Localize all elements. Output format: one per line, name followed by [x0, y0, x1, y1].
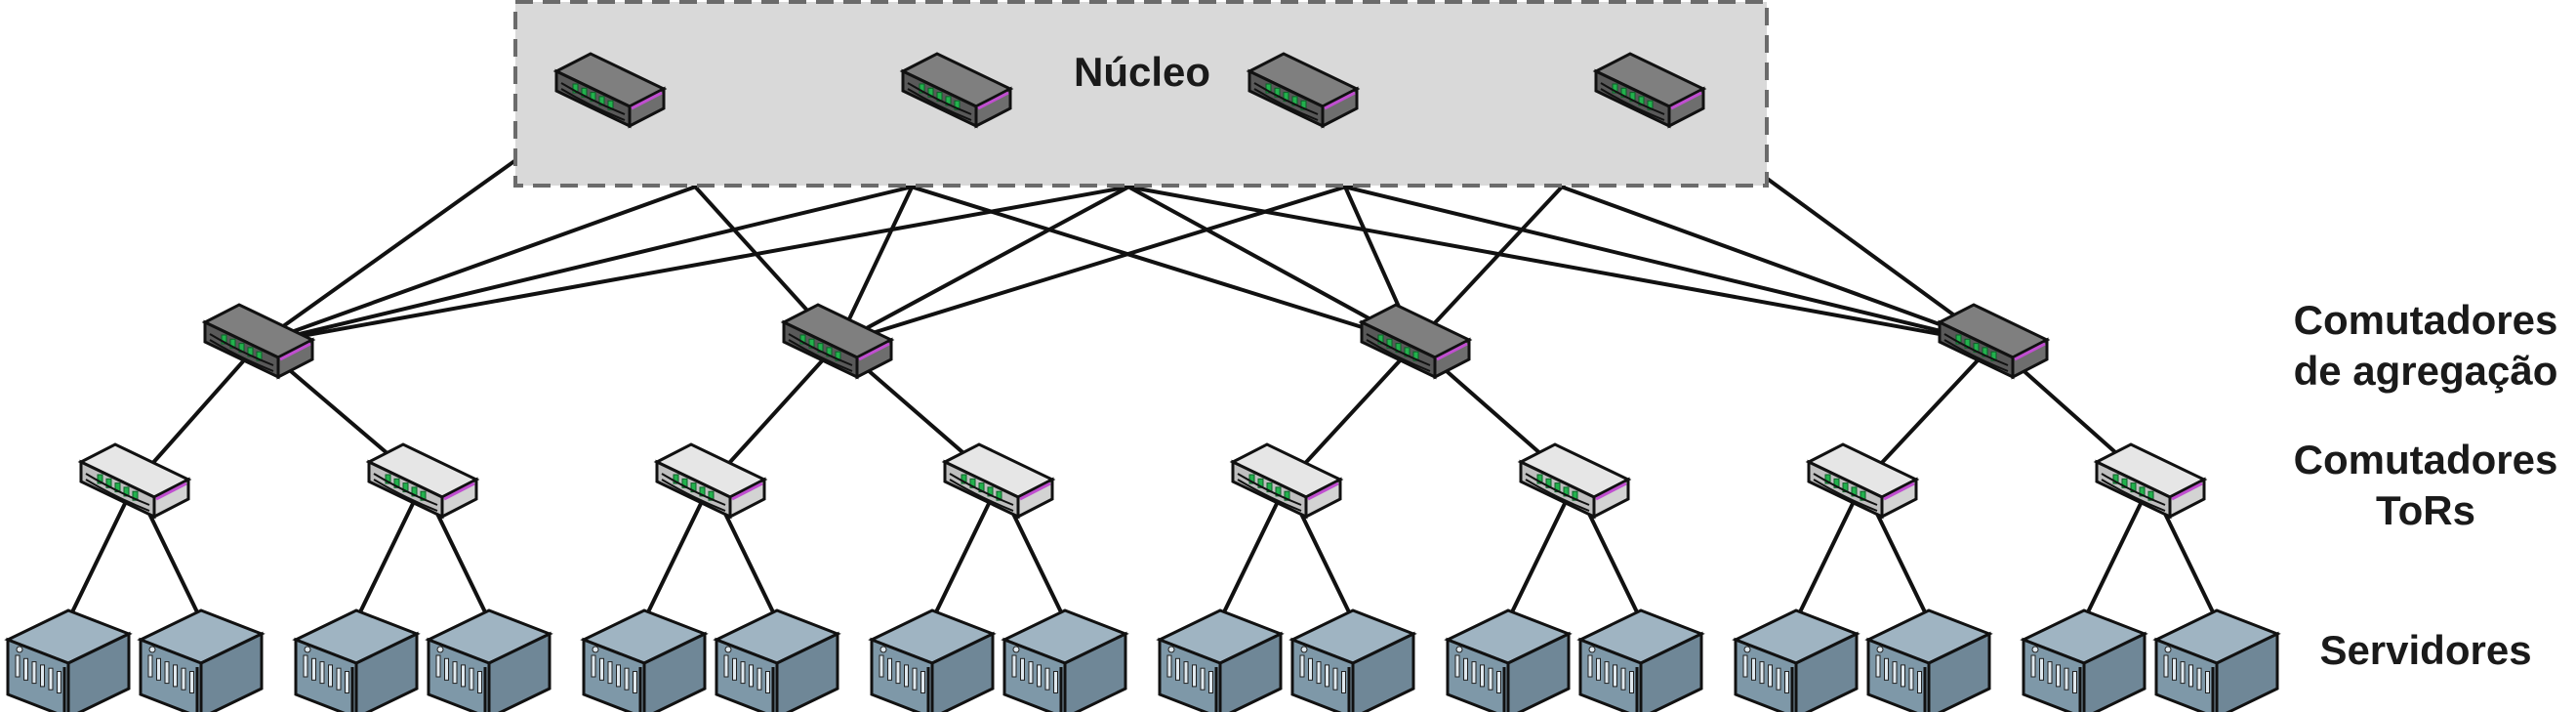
server-1 — [4, 608, 133, 712]
link-tor-5-server-9 — [1218, 482, 1288, 621]
core-switch-2 — [899, 52, 1014, 129]
aggregation-switch-2 — [780, 303, 895, 380]
server-6 — [713, 608, 841, 712]
tor-label-line-1: Comutadores — [2293, 437, 2558, 482]
link-tor-7-server-13 — [1794, 482, 1864, 621]
aggregation-switch-1 — [201, 303, 316, 380]
server-9 — [1156, 608, 1285, 712]
core-label: Núcleo — [1073, 49, 1211, 95]
server-13 — [1732, 608, 1860, 712]
aggregation-label-line-2: de agregação — [2293, 348, 2558, 394]
server-2 — [137, 608, 266, 712]
server-5 — [580, 608, 709, 712]
link-agg-4-tor-7 — [1860, 342, 1995, 485]
tor-switch-6 — [1517, 442, 1632, 520]
link-tor-2-server-3 — [354, 482, 425, 621]
aggregation-switch-3 — [1358, 303, 1473, 380]
server-14 — [1864, 608, 1993, 712]
tor-switch-5 — [1229, 442, 1344, 520]
server-16 — [2152, 608, 2281, 712]
aggregation-switch-4 — [1936, 303, 2051, 380]
link-agg-2-tor-3 — [709, 342, 839, 485]
server-15 — [2020, 608, 2148, 712]
link-tor-6-server-11 — [1506, 482, 1576, 621]
link-tor-4-server-7 — [930, 482, 1001, 621]
tor-label: Comutadores ToRs — [2284, 435, 2567, 536]
server-12 — [1576, 608, 1705, 712]
server-3 — [292, 608, 421, 712]
servers-label: Servidores — [2319, 627, 2532, 673]
core-switch-4 — [1592, 52, 1707, 129]
link-tor-1-server-1 — [66, 482, 137, 621]
tor-switch-8 — [2093, 442, 2208, 520]
link-tor-3-server-5 — [642, 482, 713, 621]
server-10 — [1288, 608, 1417, 712]
server-7 — [868, 608, 997, 712]
tor-switch-4 — [941, 442, 1056, 520]
aggregation-label: Comutadores de agregação — [2284, 295, 2567, 397]
tor-switch-1 — [77, 442, 192, 520]
link-tor-8-server-15 — [2082, 482, 2152, 621]
tor-switch-3 — [653, 442, 768, 520]
tor-label-line-2: ToRs — [2376, 487, 2475, 533]
link-agg-3-tor-5 — [1285, 342, 1417, 485]
server-11 — [1444, 608, 1573, 712]
aggregation-label-line-1: Comutadores — [2293, 297, 2558, 343]
nodes-layer — [4, 52, 2281, 712]
server-4 — [425, 608, 553, 712]
server-8 — [1001, 608, 1129, 712]
core-switch-1 — [552, 52, 668, 129]
core-switch-3 — [1246, 52, 1361, 129]
link-agg-1-tor-1 — [133, 342, 261, 485]
core-box — [513, 0, 1769, 188]
tor-switch-2 — [365, 442, 480, 520]
tor-switch-7 — [1805, 442, 1920, 520]
